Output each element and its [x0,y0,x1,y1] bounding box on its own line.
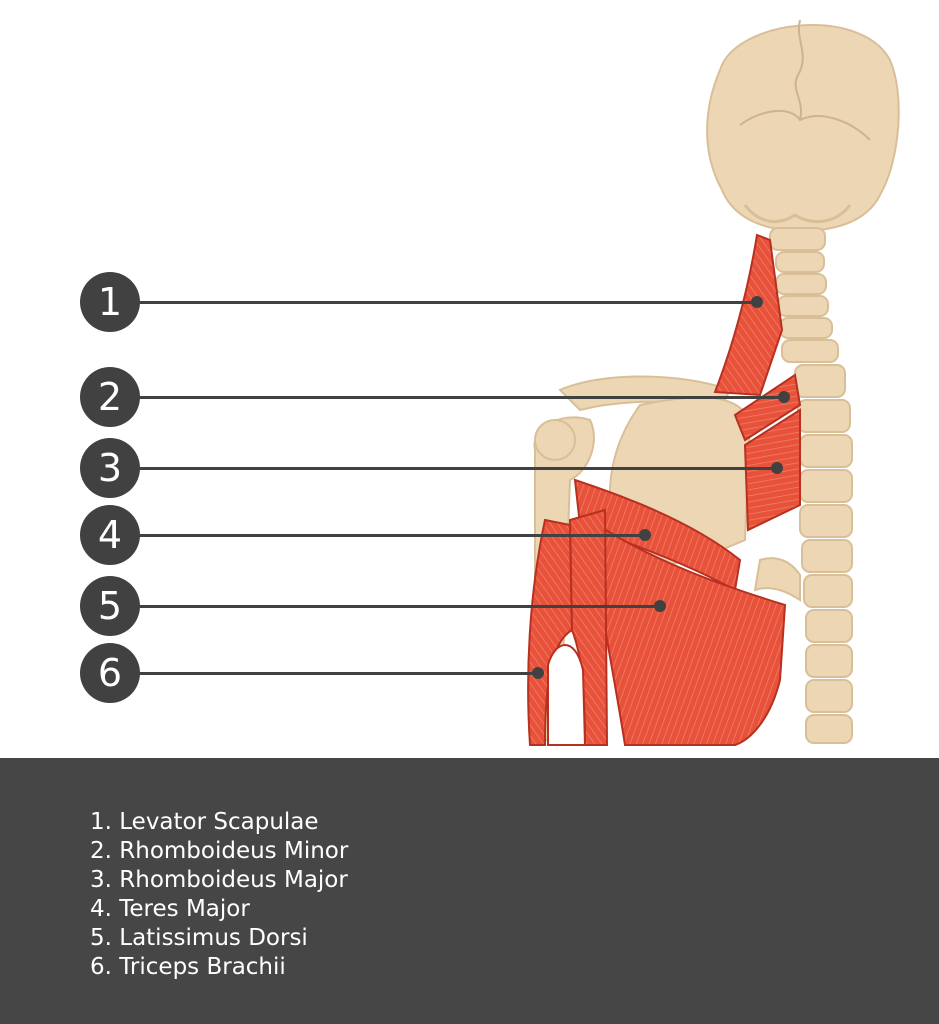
leader-line-2 [110,396,784,399]
legend-item-levator-scapulae: 1. Levator Scapulae [90,809,319,835]
label-marker-6: 6 [80,643,140,703]
leader-line-1 [110,301,757,304]
leader-dot-5 [654,600,666,612]
anatomy-diagram: 1 2 3 4 5 6 [80,19,900,746]
thoracic-spine [753,364,853,744]
leader-line-3 [110,467,777,470]
anatomy-illustration [527,19,900,746]
legend-item-triceps-brachii: 6. Triceps Brachii [90,954,286,980]
label-marker-5: 5 [80,576,140,636]
label-marker-4: 4 [80,505,140,565]
leader-dot-3 [771,462,783,474]
legend-item-rhomboideus-minor: 2. Rhomboideus Minor [90,838,349,864]
triceps-tendon [547,644,587,746]
triceps-brachii-muscle [527,518,574,746]
legend-item-teres-major: 4. Teres Major [90,896,250,922]
leader-dot-1 [751,296,763,308]
label-marker-1: 1 [80,272,140,332]
skull [706,19,900,234]
legend-list: 1. Levator Scapulae 2. Rhomboideus Minor… [90,808,348,982]
levator-scapulae-muscle [713,233,784,397]
leader-dot-2 [778,391,790,403]
cervical-spine [769,227,839,363]
leader-line-6 [110,672,538,675]
leader-dot-6 [532,667,544,679]
leader-line-4 [110,534,645,537]
leader-dot-4 [639,529,651,541]
legend-panel: 1. Levator Scapulae 2. Rhomboideus Minor… [0,758,939,1024]
legend-item-latissimus-dorsi: 5. Latissimus Dorsi [90,925,308,951]
label-marker-3: 3 [80,438,140,498]
leader-line-5 [110,605,660,608]
legend-item-rhomboideus-major: 3. Rhomboideus Major [90,867,348,893]
label-marker-2: 2 [80,367,140,427]
